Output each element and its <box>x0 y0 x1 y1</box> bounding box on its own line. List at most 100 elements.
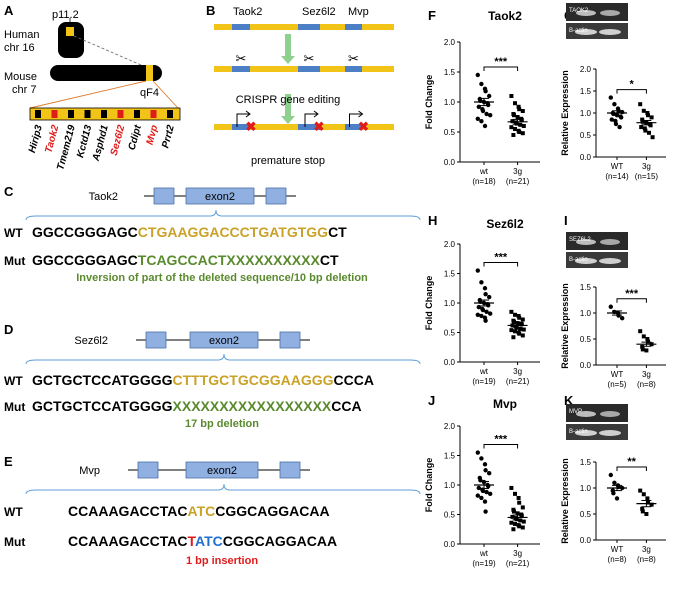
data-point <box>638 102 643 107</box>
track-exon <box>298 66 320 72</box>
b-gene-1: Taok2 <box>233 6 262 18</box>
blot-band <box>599 29 621 35</box>
mut-sequence-segment: GGCCGGGAGC <box>32 252 138 268</box>
panel-letter-b: B <box>206 3 215 18</box>
track-exon <box>232 124 250 130</box>
y-tick-label: 1.5 <box>580 87 592 96</box>
y-tick-label: 1.0 <box>580 484 592 493</box>
n-label: (n=5) <box>608 380 627 389</box>
band-mouse-label: qF4 <box>140 87 159 99</box>
n-label: (n=19) <box>472 377 496 386</box>
gene-name: Sez6l2 <box>74 335 108 347</box>
data-point <box>517 500 522 505</box>
data-point <box>608 472 613 478</box>
process-arrow <box>281 94 295 124</box>
gene-label-hirip3: Hirip3 <box>27 124 45 155</box>
data-point <box>512 509 516 514</box>
y-tick-label: 0.5 <box>580 131 592 140</box>
bracket <box>25 209 421 221</box>
y-tick-label: 0.0 <box>444 358 456 367</box>
wt-sequence-segment: CTTTGCTGCGGAAGGG <box>173 372 334 388</box>
data-point <box>510 119 515 124</box>
x-tick-label: WT <box>611 545 624 554</box>
stop-cross-icon: ✖ <box>246 119 257 134</box>
data-point <box>641 492 646 497</box>
gene-label-prrt2: Prrt2 <box>160 124 177 150</box>
data-point <box>509 485 514 490</box>
panel-letter-j: J <box>428 393 435 408</box>
x-tick-label: WT <box>611 162 624 171</box>
y-tick-label: 1.5 <box>444 452 456 461</box>
exon-label: exon2 <box>207 465 237 477</box>
data-point <box>517 331 522 336</box>
blot-bottom-image <box>566 424 628 440</box>
chart-title: Taok2 <box>488 9 522 23</box>
mouse-band-highlight <box>146 65 153 81</box>
wt-sequence-segment: CTGAAGGACCCTGATGTGG <box>138 224 328 240</box>
exon-box <box>185 187 255 205</box>
gene-block <box>68 110 74 118</box>
blot-bottom-label: B-actin <box>569 429 588 435</box>
blot-band <box>575 258 597 264</box>
x-tick-label: wt <box>479 167 489 176</box>
data-point <box>518 122 523 127</box>
data-point <box>513 127 517 131</box>
significance-label: *** <box>494 56 508 68</box>
data-point <box>483 291 488 297</box>
data-point <box>511 133 516 137</box>
y-tick-label: 1.5 <box>580 283 592 292</box>
significance-label: *** <box>625 288 639 300</box>
data-point <box>639 125 644 130</box>
gene-block <box>150 110 157 118</box>
x-tick-label: 3g <box>642 162 651 171</box>
gene-block <box>101 110 107 118</box>
data-point <box>649 115 654 120</box>
y-tick-label: 1.5 <box>444 270 456 279</box>
data-point <box>483 318 488 323</box>
track-exon <box>298 24 320 30</box>
blot-band <box>600 239 620 245</box>
gene-label-taok2: Taok2 <box>43 124 61 155</box>
data-point <box>488 311 493 316</box>
y-tick-label: 0.5 <box>444 329 456 338</box>
human-chromosome <box>58 22 84 58</box>
y-axis-label: Relative Expression <box>560 70 570 156</box>
data-point <box>516 495 521 500</box>
blot-bottom-label: B-actin <box>569 28 588 34</box>
data-point <box>640 119 645 124</box>
data-point <box>619 115 624 120</box>
wt-label: WT <box>4 505 23 519</box>
data-point <box>513 101 517 106</box>
gene-name: Taok2 <box>89 191 118 203</box>
data-point <box>511 527 516 532</box>
data-point <box>617 124 622 130</box>
data-point <box>488 113 493 118</box>
data-point <box>475 312 480 317</box>
mouse-chr-label: chr 7 <box>12 84 36 96</box>
wt-sequence-segment: CCCA <box>334 372 374 388</box>
x-tick-label: wt <box>479 367 489 376</box>
data-point <box>520 525 525 530</box>
mut-sequence: GGCCGGGAGCTCAGCCACTXXXXXXXXXXCT <box>32 252 339 268</box>
data-point <box>638 488 643 493</box>
exon-box <box>265 187 287 205</box>
n-label: (n=8) <box>608 555 627 564</box>
data-point <box>642 126 647 131</box>
data-point <box>650 135 655 140</box>
data-point <box>487 471 492 476</box>
gene-block <box>134 110 140 118</box>
data-point <box>608 304 613 309</box>
mut-sequence-segment: GCTGCTCCATGGGG <box>32 398 173 414</box>
data-point <box>514 121 519 126</box>
gene-name: Mvp <box>79 465 100 477</box>
panel-letter-k: K <box>564 393 574 408</box>
data-point <box>519 513 524 518</box>
n-label: (n=19) <box>472 559 496 568</box>
data-point <box>612 480 617 485</box>
data-point <box>475 493 480 498</box>
promoter-arrow <box>304 113 317 127</box>
blot-bottom-image <box>566 252 628 268</box>
blot-band <box>600 411 620 417</box>
stop-cross-icon: ✖ <box>358 119 369 134</box>
